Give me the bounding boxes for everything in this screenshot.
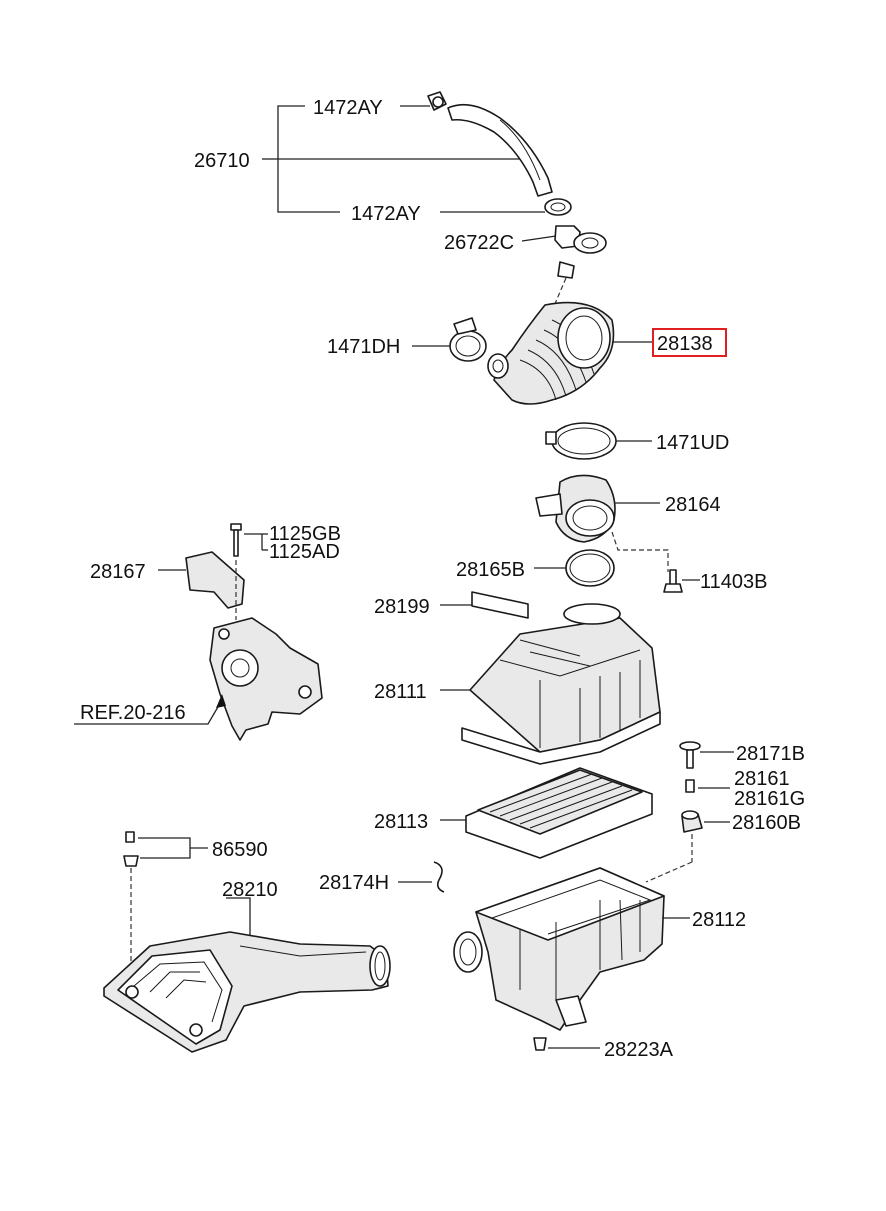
- label-28160B: 28160B: [732, 812, 801, 834]
- label-28161G: 28161G: [734, 788, 805, 810]
- label-ref-20-216: REF.20-216: [80, 702, 186, 724]
- filter-element: [440, 767, 653, 859]
- label-1472AY-upper: 1472AY: [313, 97, 383, 119]
- bracket-group: [74, 523, 323, 741]
- label-1471DH: 1471DH: [327, 336, 400, 358]
- label-28164: 28164: [665, 494, 721, 516]
- label-1125AD: 1125AD: [269, 541, 340, 563]
- label-28138[interactable]: 28138: [657, 333, 713, 355]
- label-28111: 28111: [374, 681, 427, 703]
- label-28171B: 28171B: [736, 743, 805, 765]
- highlight-box-28138: [652, 328, 727, 357]
- label-86590: 86590: [212, 839, 268, 861]
- label-26710: 26710: [194, 150, 250, 172]
- label-26722C: 26722C: [444, 232, 514, 254]
- label-28161: 28161: [734, 768, 790, 790]
- label-28113: 28113: [374, 811, 428, 833]
- label-28210: 28210: [222, 879, 278, 901]
- intake-duct: [103, 831, 391, 1053]
- intake-hose-28138: [412, 277, 652, 405]
- label-28165B: 28165B: [456, 559, 525, 581]
- sensor-group: [534, 422, 700, 593]
- label-28174H: 28174H: [319, 872, 389, 894]
- label-1472AY-lower: 1472AY: [351, 203, 421, 225]
- label-28167: 28167: [90, 561, 146, 583]
- label-28199: 28199: [374, 596, 430, 618]
- label-28112: 28112: [692, 909, 746, 931]
- label-28223A: 28223A: [604, 1039, 674, 1061]
- air-cleaner-cover: [440, 591, 661, 765]
- air-cleaner-body: [398, 861, 690, 1051]
- breather-hose-assembly: [262, 91, 607, 279]
- label-1471UD: 1471UD: [656, 432, 729, 454]
- label-layer: 1472AY 26710 1472AY 26722C 1471DH 28138 …: [80, 97, 805, 1061]
- small-parts-right: [645, 741, 734, 883]
- label-1125GB: 1125GB: [269, 523, 341, 545]
- label-11403B: 11403B: [700, 571, 767, 593]
